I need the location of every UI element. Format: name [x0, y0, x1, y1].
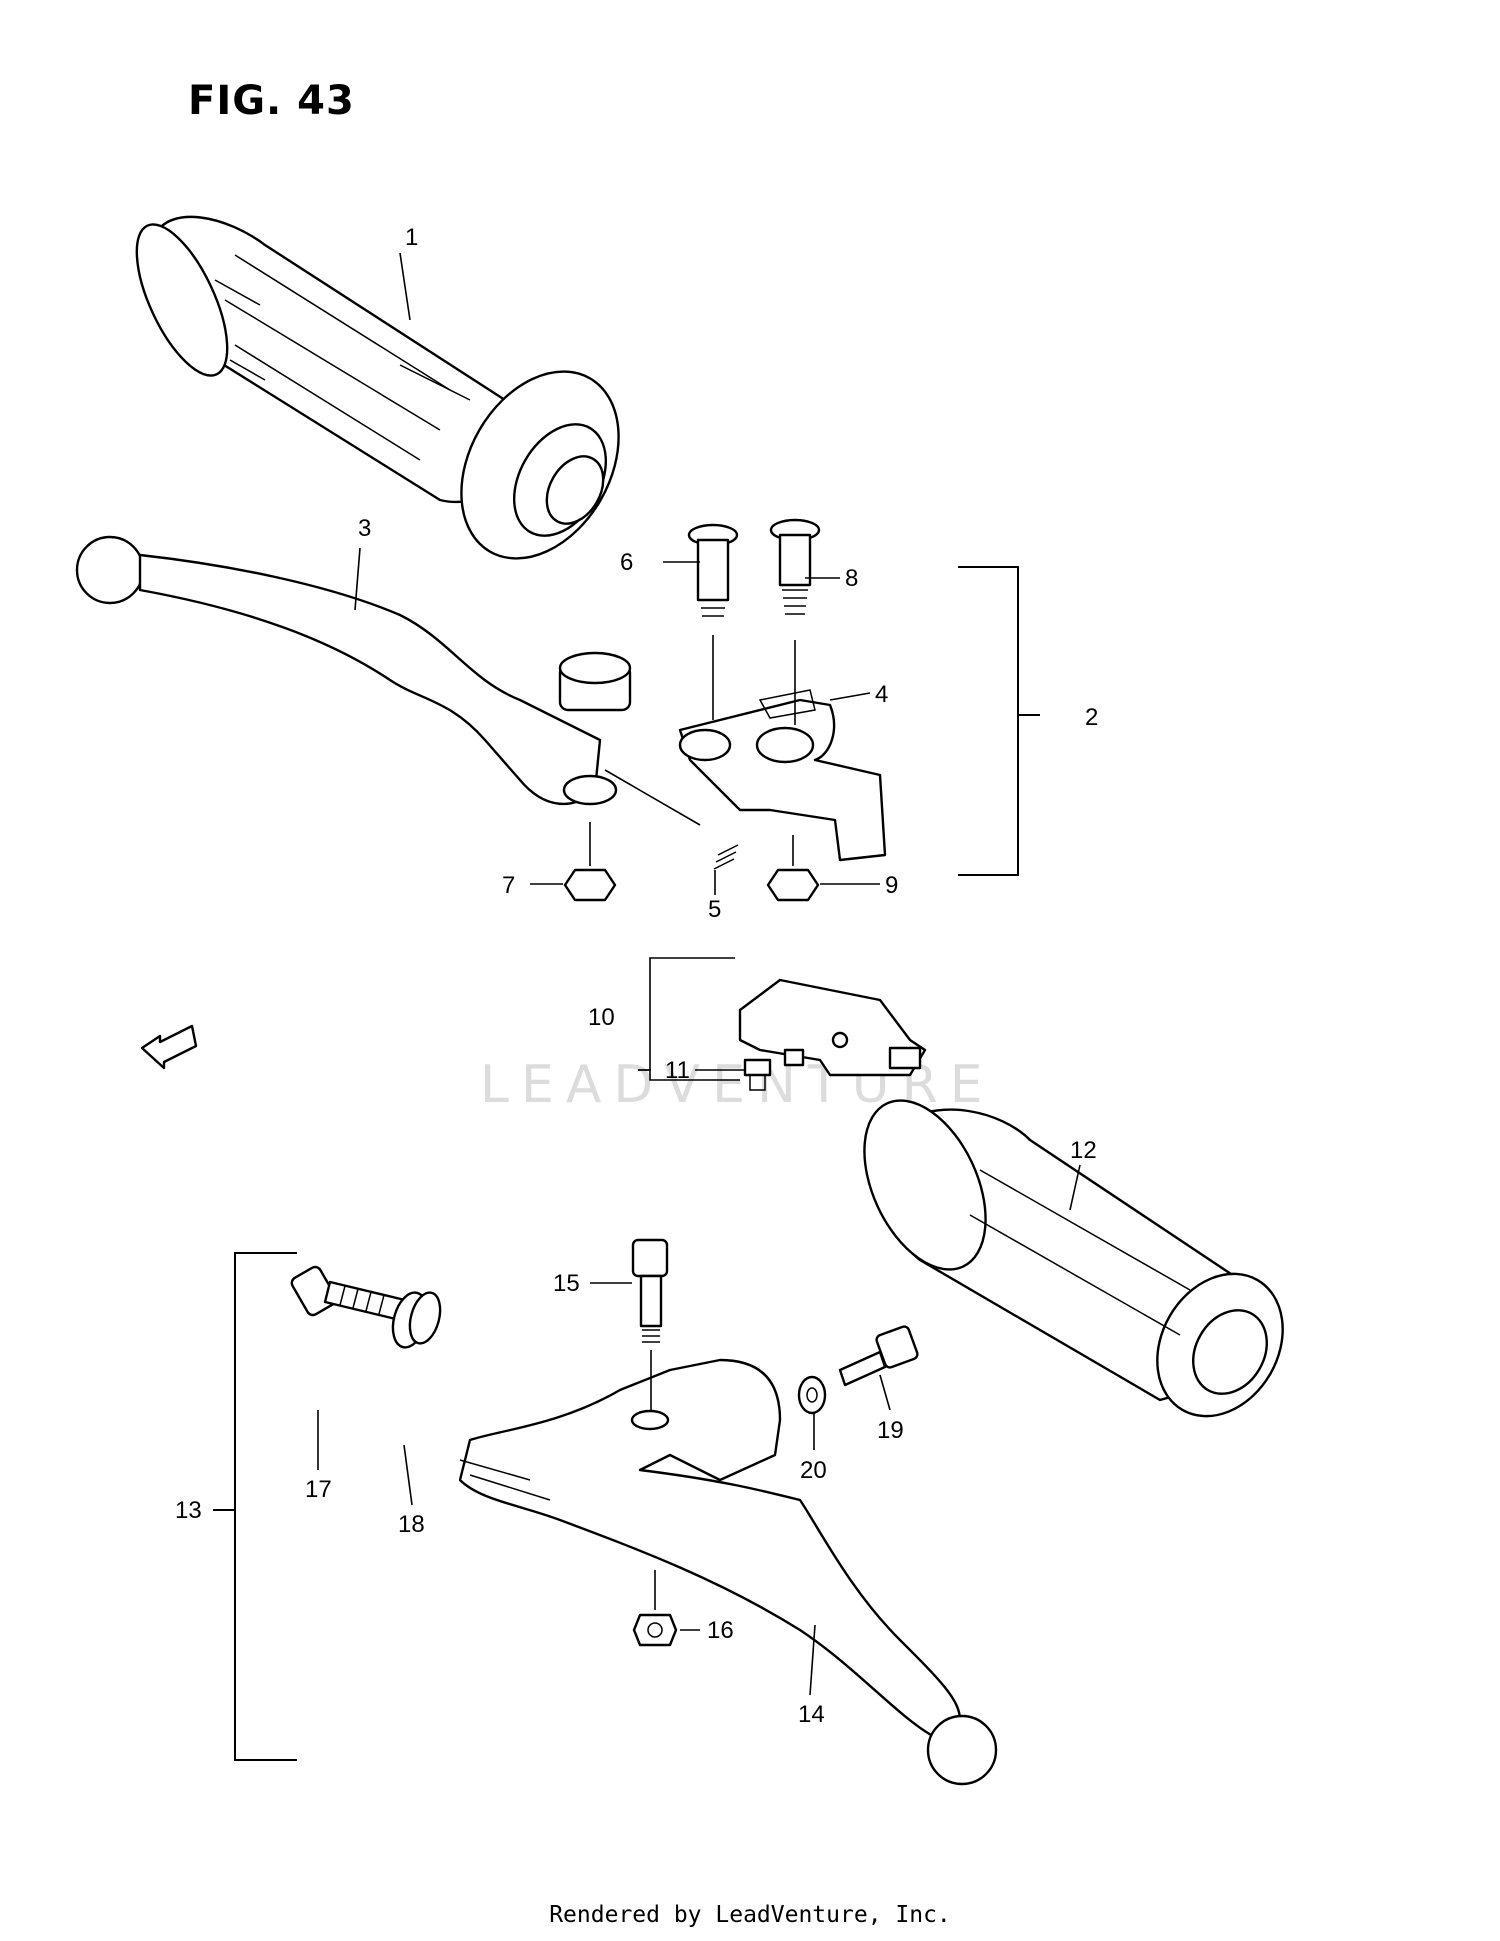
callout-7: 7: [502, 872, 515, 899]
grip-right-drawing: [863, 1099, 1284, 1418]
forward-arrow-icon: FWD: [140, 1024, 198, 1070]
callout-17: 17: [305, 1476, 332, 1503]
footer-credit: Rendered by LeadVenture, Inc.: [549, 1902, 951, 1928]
adjuster-locknut-drawing: [391, 1291, 442, 1349]
callout-9: 9: [885, 872, 898, 899]
washer-drawing: [797, 1375, 827, 1415]
callout-8: 8: [845, 565, 858, 592]
callout-15: 15: [553, 1270, 580, 1297]
callout-4: 4: [875, 681, 888, 708]
clutch-nut-drawing: [632, 1570, 678, 1647]
callout-14: 14: [798, 1701, 825, 1728]
lever-holder-drawing: [678, 689, 887, 862]
assembly-bracket-13: [213, 1252, 297, 1761]
callout-12: 12: [1070, 1137, 1097, 1164]
clamp-bolt-drawing: [838, 1325, 919, 1387]
callout-20: 20: [800, 1457, 827, 1484]
cable-adjuster-drawing: [290, 1265, 407, 1322]
screw-bolt-drawing: [769, 518, 821, 725]
grip-left-drawing: [135, 215, 620, 560]
callout-6: 6: [620, 549, 633, 576]
switch-screw-drawing: [743, 1058, 772, 1091]
callout-1: 1: [405, 224, 418, 251]
callout-10: 10: [588, 1004, 615, 1031]
clutch-pivot-bolt-drawing: [631, 1238, 669, 1410]
callout-19: 19: [877, 1417, 904, 1444]
nut-7-drawing: [563, 822, 617, 902]
callout-11: 11: [665, 1057, 690, 1084]
pivot-bolt-drawing: [687, 523, 739, 720]
nut-9-drawing: [766, 835, 820, 902]
brake-lever-drawing: [75, 535, 701, 826]
spring-drawing: [713, 844, 739, 870]
assembly-bracket-2: [958, 566, 1040, 876]
brake-switch-drawing: [738, 978, 927, 1077]
callout-5: 5: [708, 896, 721, 923]
callout-13: 13: [175, 1497, 202, 1524]
callout-3: 3: [358, 515, 371, 542]
clutch-lever-drawing: [458, 1358, 998, 1786]
callout-18: 18: [398, 1511, 425, 1538]
figure-title: FIG. 43: [188, 78, 355, 124]
callout-16: 16: [707, 1617, 734, 1644]
callout-2: 2: [1085, 704, 1098, 731]
